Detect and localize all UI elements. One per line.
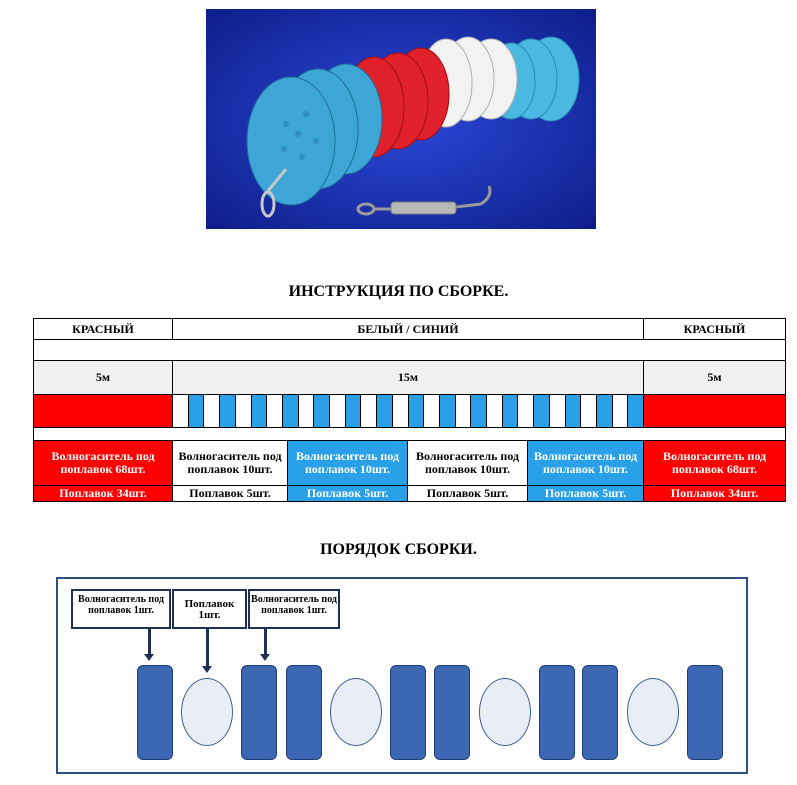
bar-red-left	[33, 394, 173, 428]
arrow-down-icon	[260, 629, 270, 661]
bar-red-right	[643, 394, 786, 428]
stripe	[251, 395, 268, 427]
stripes-bar	[173, 395, 644, 427]
stripe	[377, 395, 393, 427]
stripe	[188, 395, 205, 427]
stripe	[471, 395, 488, 427]
stripe	[392, 395, 409, 427]
stripe	[502, 395, 519, 427]
stripe	[220, 395, 236, 427]
stripe	[612, 395, 629, 427]
desc-cell: Волногаситель под поплавок 10шт.	[287, 440, 408, 486]
wave-damper-shape	[687, 665, 723, 760]
assembly-table: КРАСНЫЙ БЕЛЫЙ / СИНИЙ КРАСНЫЙ 5м 15м 5м …	[33, 318, 786, 502]
stripe	[345, 395, 362, 427]
stripe	[173, 395, 189, 427]
stripe	[361, 395, 378, 427]
wave-damper-shape	[241, 665, 277, 760]
spacer-row-2	[33, 427, 786, 441]
stripe	[628, 395, 644, 427]
stripe	[330, 395, 346, 427]
instruction-title: ИНСТРУКЦИЯ ПО СБОРКЕ.	[288, 283, 509, 300]
stripe	[439, 395, 456, 427]
float-cell: Поплавок 34шт.	[33, 485, 173, 502]
float-shape	[181, 678, 233, 746]
desc-cell: Волногаситель под поплавок 68шт.	[643, 440, 786, 486]
wave-damper-shape	[582, 665, 618, 760]
float-cell: Поплавок 5шт.	[407, 485, 528, 502]
stripe	[581, 395, 597, 427]
desc-cell: Волногаситель под поплавок 68шт.	[33, 440, 173, 486]
stripe	[549, 395, 566, 427]
order-title: ПОРЯДОК СБОРКИ.	[320, 541, 477, 558]
stripe	[487, 395, 503, 427]
wave-damper-shape	[286, 665, 322, 760]
product-photo	[206, 9, 596, 229]
stripe	[565, 395, 582, 427]
desc-cell: Волногаситель под поплавок 10шт.	[407, 440, 528, 486]
arrow-down-icon	[202, 629, 212, 673]
stripe	[518, 395, 535, 427]
desc-cell: Волногаситель под поплавок 10шт.	[527, 440, 644, 486]
length-right: 5м	[643, 360, 786, 395]
header-red-right: КРАСНЫЙ	[643, 318, 786, 340]
bar-stripes-cell	[172, 394, 644, 428]
assembly-order-diagram: Волногаситель под поплавок 1шт. Поплавок…	[56, 577, 748, 774]
float-cell: Поплавок 5шт.	[527, 485, 644, 502]
wave-damper-shape	[390, 665, 426, 760]
stripe	[282, 395, 299, 427]
float-cell: Поплавок 34шт.	[643, 485, 786, 502]
stripe	[314, 395, 331, 427]
wave-damper-shape	[539, 665, 575, 760]
length-left: 5м	[33, 360, 173, 395]
spacer-row	[33, 339, 786, 361]
stripe	[424, 395, 440, 427]
label-float: Поплавок 1шт.	[172, 589, 247, 629]
stripe	[235, 395, 252, 427]
desc-cell: Волногаситель под поплавок 10шт.	[172, 440, 288, 486]
stripe	[534, 395, 550, 427]
stripe	[204, 395, 221, 427]
float-cell: Поплавок 5шт.	[287, 485, 408, 502]
float-shape	[627, 678, 679, 746]
label-wave-damper-2: Волногаситель под поплавок 1шт.	[248, 589, 340, 629]
header-red-left: КРАСНЫЙ	[33, 318, 173, 340]
stripe	[298, 395, 315, 427]
stripe	[408, 395, 425, 427]
stripe	[455, 395, 472, 427]
stripe	[267, 395, 283, 427]
header-white-blue: БЕЛЫЙ / СИНИЙ	[172, 318, 644, 340]
float-shape	[479, 678, 531, 746]
length-middle: 15м	[172, 360, 644, 395]
wave-damper-shape	[137, 665, 173, 760]
float-shape	[330, 678, 382, 746]
label-wave-damper-1: Волногаситель под поплавок 1шт.	[71, 589, 171, 629]
float-cell: Поплавок 5шт.	[172, 485, 288, 502]
wave-damper-shape	[434, 665, 470, 760]
stripe	[596, 395, 613, 427]
arrow-down-icon	[144, 629, 154, 661]
